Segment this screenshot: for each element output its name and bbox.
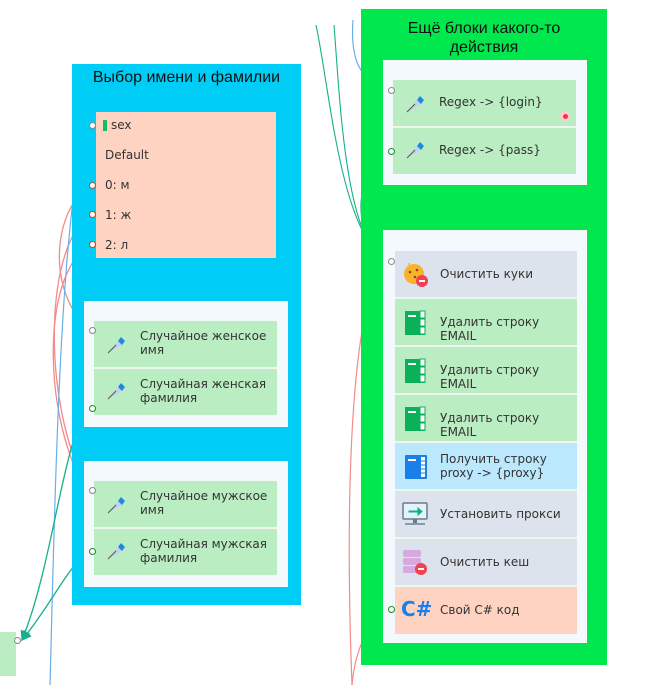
action-block[interactable]: Очистить куки Удалить строку EMAIL Удали… — [395, 251, 577, 634]
offscreen-node-port[interactable] — [14, 637, 21, 644]
item-label-line1: Случайная мужская — [140, 537, 268, 551]
item-label: Regex -> {pass} — [439, 143, 541, 157]
database-remove-icon — [403, 550, 427, 575]
item-label-line1: Случайное мужское — [140, 489, 268, 503]
item-label-line2: имя — [140, 343, 165, 357]
switch-default: Default — [105, 148, 149, 162]
item-label: Свой C# код — [440, 603, 520, 617]
case-0-port[interactable] — [89, 182, 96, 189]
get-proxy-row-item[interactable]: Получить строку proxy -> {proxy} — [395, 443, 577, 489]
item-label: Удалить строку EMAIL — [440, 363, 540, 391]
set-proxy-item[interactable]: Установить прокси — [395, 491, 577, 537]
switch-input-port[interactable] — [89, 122, 96, 129]
breakpoint-icon[interactable] — [560, 111, 570, 121]
item-label: Очистить куки — [440, 267, 533, 281]
switch-case-0: 0: м — [105, 178, 130, 192]
monitor-arrow-icon — [402, 502, 428, 525]
case-1-port[interactable] — [89, 211, 96, 218]
group-title: Выбор имени и фамилии — [92, 69, 281, 86]
group-title-line1: Ещё блоки какого-то — [407, 20, 561, 37]
regex-block[interactable]: Regex -> {login} Regex -> {pass} — [393, 80, 576, 174]
item-label-line1: Случайное женское — [140, 329, 267, 343]
item-label-line2: proxy -> {proxy} — [440, 466, 545, 480]
pen-nib-icon — [107, 497, 125, 514]
item-label: Regex -> {login} — [439, 95, 543, 109]
delete-email-row-item-2[interactable]: Удалить строку EMAIL — [395, 347, 577, 393]
table-green-icon — [405, 310, 426, 335]
clear-cache-item[interactable]: Очистить кеш — [395, 539, 577, 585]
item-label: Удалить строку EMAIL — [440, 411, 540, 439]
delete-email-row-item-3[interactable]: Удалить строку EMAIL — [395, 395, 577, 441]
item-label-line2: имя — [140, 503, 165, 517]
offscreen-node[interactable] — [0, 632, 16, 676]
item-label-line1: Случайная женская — [140, 377, 267, 391]
actions-input-port[interactable] — [388, 258, 395, 265]
regex-pass-item[interactable]: Regex -> {pass} — [393, 128, 576, 174]
female-first-name-item[interactable]: Случайное женское имя — [94, 321, 277, 368]
male-input-port[interactable] — [89, 487, 96, 494]
clear-cookies-item[interactable]: Очистить куки — [395, 251, 577, 297]
case-2-port[interactable] — [89, 241, 96, 248]
male-block[interactable]: Случайное мужское имя Случайная мужская … — [94, 481, 277, 575]
csharp-output-port[interactable] — [388, 606, 395, 613]
cookie-remove-icon — [404, 263, 428, 287]
female-last-name-item[interactable]: Случайная женская фамилия — [94, 369, 277, 415]
male-first-name-item[interactable]: Случайное мужское имя — [94, 481, 277, 528]
switch-case-1: 1: ж — [105, 208, 132, 222]
csharp-icon: C# — [401, 597, 433, 621]
item-label: Удалить строку EMAIL — [440, 315, 540, 343]
switch-node[interactable]: sex Default 0: м 1: ж 2: л — [96, 112, 276, 258]
table-green-icon — [405, 358, 426, 383]
regex-login-item[interactable]: Regex -> {login} — [393, 80, 576, 127]
female-input-port[interactable] — [89, 327, 96, 334]
item-label-line2: фамилия — [140, 551, 198, 565]
pen-nib-icon — [406, 142, 424, 159]
pen-nib-icon — [406, 96, 424, 113]
male-last-name-item[interactable]: Случайная мужская фамилия — [94, 529, 277, 575]
item-label-line1: Получить строку — [440, 452, 547, 466]
switch-variable: sex — [111, 118, 132, 132]
male-output-port[interactable] — [89, 548, 96, 555]
female-output-port[interactable] — [89, 405, 96, 412]
variable-indicator — [103, 120, 107, 131]
item-label-line2: фамилия — [140, 391, 198, 405]
table-green-icon — [405, 406, 426, 431]
custom-csharp-item[interactable]: C# Свой C# код — [395, 587, 577, 634]
pen-nib-icon — [107, 337, 125, 354]
item-label: Установить прокси — [440, 507, 561, 521]
pen-nib-icon — [107, 383, 125, 400]
delete-email-row-item-1[interactable]: Удалить строку EMAIL — [395, 299, 577, 345]
item-label: Очистить кеш — [440, 555, 530, 569]
switch-case-2: 2: л — [105, 238, 129, 252]
female-block[interactable]: Случайное женское имя Случайная женская … — [94, 321, 277, 415]
group-title-line2: действия — [449, 39, 519, 56]
pen-nib-icon — [107, 543, 125, 560]
list-blue-icon — [405, 455, 427, 479]
regex-output-port[interactable] — [388, 148, 395, 155]
regex-input-port[interactable] — [388, 87, 395, 94]
